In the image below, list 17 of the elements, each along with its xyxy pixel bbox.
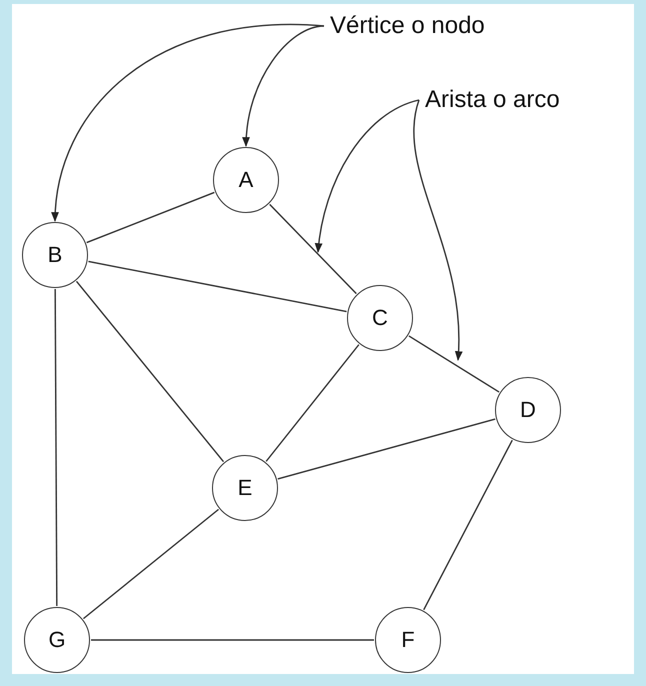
leader-line — [52, 24, 324, 222]
callout-label: Arista o arco — [425, 84, 560, 116]
leader-line — [242, 25, 324, 147]
graph-edge — [91, 639, 374, 641]
leader-line — [315, 99, 420, 253]
graph-edge — [54, 289, 58, 606]
graph-edge — [83, 508, 219, 620]
graph-edge — [423, 440, 513, 610]
graph-edge — [76, 280, 224, 462]
graph-edge — [278, 418, 496, 480]
graph-edge — [408, 335, 500, 393]
graph-edge — [86, 192, 215, 244]
leader-line — [413, 100, 462, 361]
graph-edge — [88, 260, 347, 312]
graph-edge — [269, 204, 357, 294]
callout-label: Vértice o nodo — [330, 10, 485, 42]
graph-edge — [266, 344, 360, 462]
